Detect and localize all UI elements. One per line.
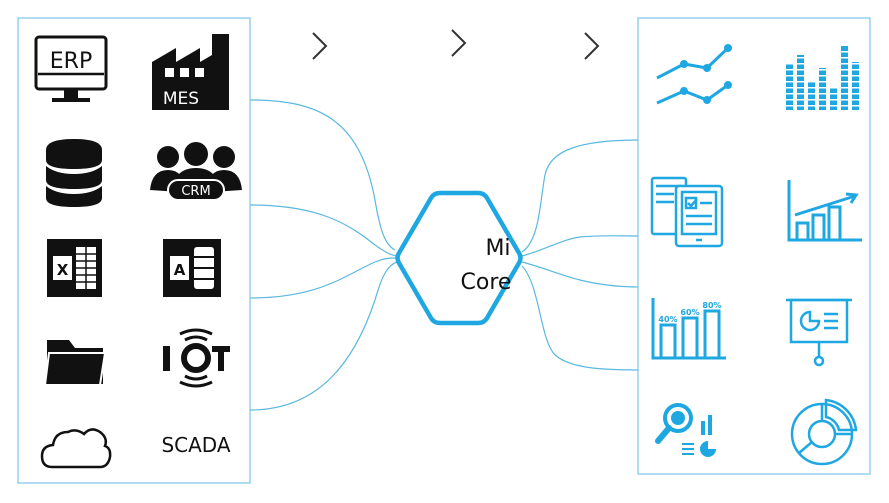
chevron-right-icon	[584, 32, 600, 60]
percent-bar-chart-icon: 40% 60% 80%	[651, 298, 726, 360]
bar-equalizer-icon	[784, 46, 862, 110]
excel-icon: X	[47, 239, 102, 297]
mes-label: MES	[163, 89, 199, 109]
right-connectors	[521, 139, 641, 371]
connector-line	[521, 235, 641, 257]
mes-factory-icon: MES	[152, 34, 229, 110]
connector-line	[249, 204, 398, 257]
growth-chart-icon	[787, 180, 862, 242]
line-chart-icon	[656, 44, 732, 105]
percent-label: 60%	[680, 308, 699, 317]
database-icon	[46, 139, 102, 207]
analytics-search-icon	[655, 403, 716, 457]
scada-label: SCADA	[161, 433, 230, 457]
connector-line	[249, 257, 398, 299]
connector-line	[521, 139, 641, 253]
percent-label: 80%	[702, 301, 721, 310]
iot-icon	[163, 328, 230, 388]
percent-label: 40%	[658, 315, 677, 324]
crm-label: CRM	[181, 184, 210, 199]
crm-people-icon: CRM	[150, 142, 242, 201]
folder-icon	[43, 340, 107, 386]
cloud-icon	[40, 428, 112, 469]
core-label-line2: Core	[461, 270, 512, 295]
mi-core-hexagon: Mi Core	[395, 190, 523, 326]
left-connectors	[249, 99, 398, 411]
connector-line	[521, 265, 641, 371]
chevron-right-icon	[451, 29, 467, 57]
erp-monitor-icon: ERP	[34, 35, 108, 102]
connector-line	[249, 99, 396, 251]
access-label: A	[174, 261, 186, 279]
donut-chart-icon	[790, 398, 858, 466]
core-label-line1: Mi	[485, 236, 510, 261]
flow-chevrons	[312, 29, 600, 60]
erp-label: ERP	[50, 49, 92, 74]
chevron-right-icon	[312, 32, 328, 60]
connector-line	[521, 261, 641, 288]
connector-line	[249, 261, 398, 411]
excel-label: X	[57, 261, 69, 279]
access-icon: A	[163, 239, 221, 297]
presentation-board-icon	[786, 298, 852, 367]
report-tablet-icon	[650, 176, 724, 248]
